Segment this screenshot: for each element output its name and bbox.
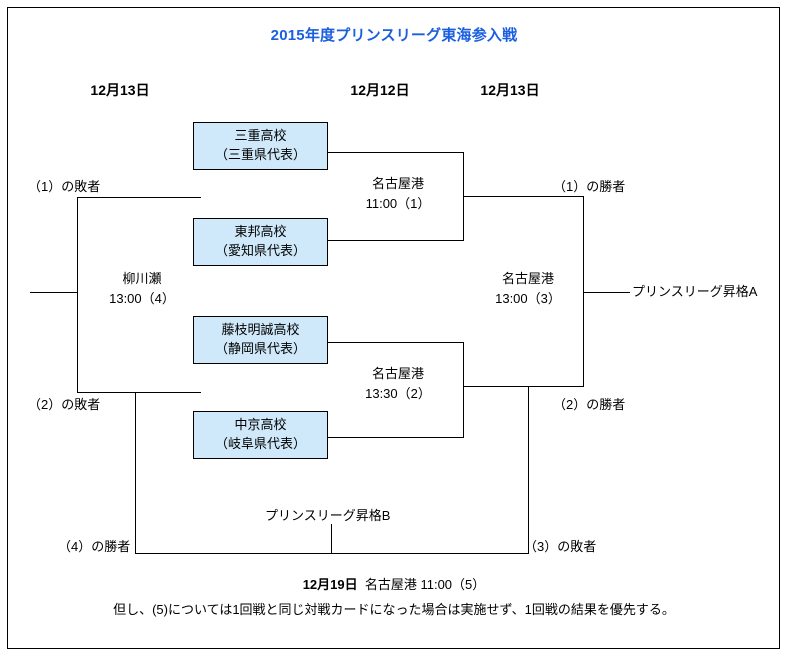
line-match2-join: [463, 342, 464, 438]
line-match2-out: [463, 386, 583, 387]
team-name: 中京高校: [234, 417, 287, 433]
match-time: 11:00（1）: [365, 195, 431, 211]
note-winner-of-2: （2）の勝者: [553, 397, 626, 412]
page-title: 2015年度プリンスリーグ東海参入戦: [270, 27, 518, 44]
match-time: 13:30（2）: [365, 385, 431, 401]
match-label-3: 名古屋港 13:00（3）: [463, 269, 593, 308]
match-label-2: 名古屋港 13:30（2）: [333, 364, 463, 403]
note-winner-of-1: （1）の勝者: [553, 179, 626, 194]
match-venue: 柳川瀬: [122, 271, 162, 286]
match-label-4: 柳川瀬 13:00（4）: [77, 269, 207, 308]
line-bottom-right-leg: [528, 386, 529, 554]
line-bottom-bar: [135, 553, 529, 554]
team-region: （三重県代表）: [214, 147, 306, 162]
line-right-final-join: [583, 196, 584, 387]
outer-frame: [7, 7, 780, 649]
team-box-toho[interactable]: 東邦高校 （愛知県代表）: [193, 218, 328, 266]
footer-venue-time: 名古屋港 11:00（5）: [364, 577, 486, 592]
match-venue: 名古屋港: [501, 271, 554, 286]
match-label-1: 名古屋港 11:00（1）: [333, 174, 463, 213]
match-time: 13:00（4）: [109, 290, 175, 306]
note-winner-of-4: （4）の勝者: [58, 539, 131, 554]
date-header-left: 12月13日: [90, 82, 150, 98]
footer-match5: 12月19日 名古屋港 11:00（5）: [0, 574, 788, 593]
team-name: 藤枝明誠高校: [221, 322, 300, 338]
match-venue: 名古屋港: [371, 366, 424, 381]
line-left-bracket-bot: [77, 392, 201, 393]
note-loser-of-1: （1）の敗者: [28, 179, 101, 194]
footer-condition: 但し、(5)については1回戦と同じ対戦カードになった場合は実施せず、1回戦の結果…: [113, 602, 675, 617]
line-team4-out: [328, 437, 464, 438]
line-left-final-out: [30, 292, 77, 293]
match-venue: 名古屋港: [371, 176, 424, 191]
team-region: （愛知県代表）: [214, 243, 306, 258]
note-promotion-b: プリンスリーグ昇格B: [265, 508, 391, 523]
note-loser-of-2: （2）の敗者: [28, 397, 101, 412]
line-bottom-stub: [331, 524, 332, 554]
match-time: 13:00（3）: [495, 290, 561, 306]
date-header-middle: 12月12日: [350, 82, 410, 98]
footer-date: 12月19日: [302, 577, 358, 592]
team-name: 東邦高校: [234, 224, 287, 240]
team-box-fujiedameisei[interactable]: 藤枝明誠高校 （静岡県代表）: [193, 316, 328, 364]
line-team3-out: [328, 342, 464, 343]
note-promotion-a: プリンスリーグ昇格A: [632, 284, 758, 299]
note-loser-of-3: （3）の敗者: [524, 539, 597, 554]
team-name: 三重高校: [234, 128, 287, 144]
line-left-bracket-top: [77, 197, 201, 198]
line-match1-out: [463, 196, 583, 197]
date-header-right: 12月13日: [480, 82, 540, 98]
line-bottom-left-leg: [135, 392, 136, 554]
line-team2-out: [328, 240, 464, 241]
team-region: （岐阜県代表）: [214, 436, 306, 451]
team-box-chukyo[interactable]: 中京高校 （岐阜県代表）: [193, 411, 328, 459]
team-region: （静岡県代表）: [214, 341, 306, 356]
team-box-mie[interactable]: 三重高校 （三重県代表）: [193, 122, 328, 170]
line-left-final-join: [77, 197, 78, 393]
line-right-final-out: [583, 292, 630, 293]
line-team1-out: [328, 152, 464, 153]
